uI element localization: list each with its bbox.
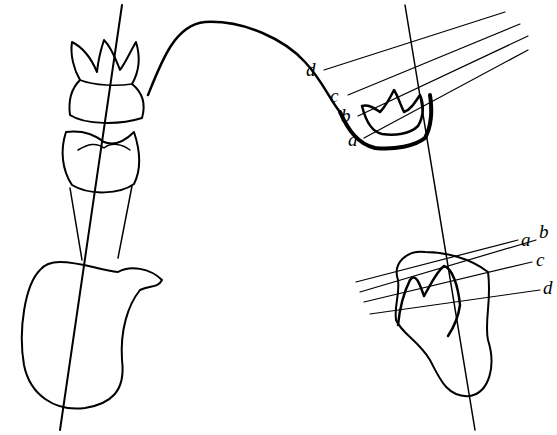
lower-tooth-cusps — [398, 266, 460, 336]
part-label: b — [341, 106, 351, 125]
occlusal-line — [78, 144, 130, 150]
tooth-axis — [60, 5, 122, 430]
part-label: d — [306, 60, 316, 79]
part-label: d — [543, 278, 553, 297]
measure-line — [364, 50, 528, 138]
upper-molar — [69, 40, 143, 123]
root-line — [70, 186, 132, 260]
upper-tooth-cusps — [362, 90, 423, 135]
part-label: b — [539, 222, 549, 241]
measure-line — [348, 24, 520, 95]
part-label: c — [330, 86, 338, 105]
lower-crown — [63, 132, 140, 193]
part-label: a — [521, 230, 531, 249]
tooth-axis — [405, 5, 475, 430]
measure-line — [358, 36, 528, 116]
measure-line — [360, 240, 536, 292]
arch-curve — [148, 22, 340, 112]
measure-line — [356, 240, 518, 282]
crown-line — [80, 80, 132, 85]
measure-line — [364, 262, 532, 302]
bone-outline — [22, 262, 162, 409]
part-label: c — [536, 250, 544, 269]
lower-tooth-outline — [396, 252, 492, 396]
measure-line — [370, 290, 540, 314]
part-label: a — [348, 130, 358, 149]
